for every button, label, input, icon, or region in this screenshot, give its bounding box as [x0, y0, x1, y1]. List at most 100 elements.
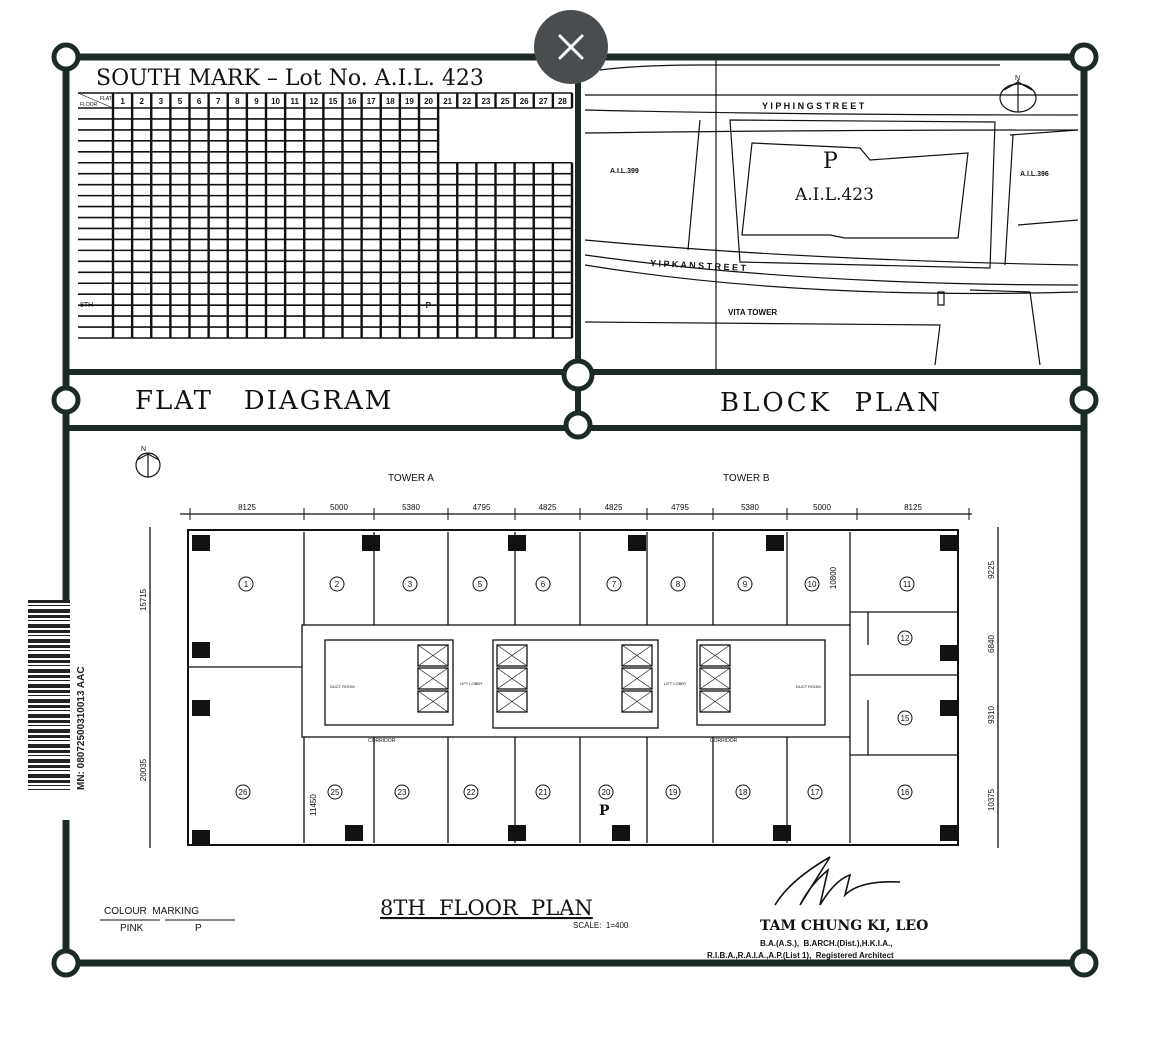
structural-column [192, 830, 210, 846]
street-label-yip-hing: Y I P H I N G S T R E E T [762, 101, 865, 111]
unit-number: 17 [811, 788, 820, 797]
flat-column-header: 20 [424, 97, 433, 106]
flat-column-header: 25 [501, 97, 510, 106]
unit-number: 6 [541, 580, 546, 589]
flat-column-header: 27 [539, 97, 548, 106]
flat-column-header: 22 [462, 97, 471, 106]
lift-lobby-label-b: LIFT LOBBY [664, 681, 687, 686]
barcode-text: MN: 08072500310013 AAC [76, 666, 87, 790]
street-label-yip-kan: Y I P K A N S T R E E T [650, 258, 747, 273]
flat-column-header: 19 [405, 97, 414, 106]
architect-qualifications-2: R.I.B.A.,R.A.I.A.,A.P.(List 1), Register… [707, 951, 894, 960]
floor-plan-drawing [149, 513, 999, 848]
duct-room-label-a: DUCT ROOM [330, 684, 355, 689]
unit-number: 10 [808, 580, 817, 589]
unit-number: 15 [901, 714, 910, 723]
structural-column [508, 825, 526, 841]
floor-plan-north-label: N [141, 446, 146, 453]
structural-column [192, 700, 210, 716]
flat-column-header: 3 [159, 97, 164, 106]
floor-plan-scale: SCALE: 1=400 [573, 921, 629, 930]
lot-label-ail-399: A.I.L.399 [610, 168, 639, 175]
flat-column-header: 7 [216, 97, 221, 106]
unit-number: 26 [239, 788, 248, 797]
close-icon [558, 34, 584, 60]
flat-column-header: 28 [558, 97, 567, 106]
flat-column-header: 6 [197, 97, 202, 106]
structural-column [345, 825, 363, 841]
flat-column-header: 10 [271, 97, 280, 106]
section-title-flat-diagram: FLAT DIAGRAM [135, 386, 393, 416]
unit-number: 20 [602, 788, 611, 797]
building-label-vita-tower: VITA TOWER [728, 308, 777, 317]
block-plan-map [584, 60, 1079, 370]
dimension-top: 8125 [904, 503, 922, 512]
structural-column [192, 535, 210, 551]
structural-column [362, 535, 380, 551]
structural-column [940, 700, 958, 716]
flat-mark-p: P [426, 301, 432, 310]
lift-lobby-label-a: LIFT LOBBY [460, 681, 483, 686]
structural-column [940, 535, 958, 551]
dimension-right: 9310 [987, 706, 996, 724]
flat-column-header: 2 [139, 97, 144, 106]
unit-number: 8 [676, 580, 681, 589]
structural-column [192, 642, 210, 658]
flat-column-header: 23 [481, 97, 490, 106]
tower-b-label: TOWER B [723, 473, 770, 484]
structural-column [628, 535, 646, 551]
flat-column-header: 15 [328, 97, 337, 106]
dimension-top: 4825 [605, 503, 623, 512]
flat-column-header: 1 [120, 97, 125, 106]
flat-column-header: 11 [290, 97, 299, 106]
unit-number: 5 [478, 580, 483, 589]
unit-number: 9 [743, 580, 748, 589]
dimension-top: 5000 [330, 503, 348, 512]
dimension-top: 4795 [671, 503, 689, 512]
north-label: N [1015, 75, 1020, 82]
dimension-top: 4825 [539, 503, 557, 512]
flat-column-header: 5 [178, 97, 183, 106]
flat-column-header: 18 [386, 97, 395, 106]
tower-a-label: TOWER A [388, 473, 434, 484]
unit-number: 21 [539, 788, 548, 797]
lot-label-ail-423: A.I.L.423 [794, 185, 874, 205]
unit-number: 12 [901, 634, 910, 643]
structural-column [612, 825, 630, 841]
barcode [28, 600, 70, 790]
lot-label-ail-396: A.I.L.396 [1020, 171, 1049, 178]
block-plan-mark-p: P [823, 149, 838, 174]
document-title: SOUTH MARK – Lot No. A.I.L. 423 [96, 66, 484, 91]
flat-column-header: 21 [443, 97, 452, 106]
flat-column-header: 17 [367, 97, 376, 106]
unit-number: 19 [669, 788, 678, 797]
structural-column [940, 825, 958, 841]
dimension-left: 15715 [139, 588, 148, 611]
dimension-top: 5380 [741, 503, 759, 512]
corridor-label-a: CORRIDOR [368, 738, 396, 744]
unit-number: 11 [903, 580, 912, 589]
dimension-top: 4795 [473, 503, 491, 512]
unit-number: 22 [467, 788, 476, 797]
flat-column-header: 12 [309, 97, 318, 106]
structural-column [508, 535, 526, 551]
dimension-inner: 10800 [829, 566, 838, 589]
colour-marking-colour: PINK [120, 923, 144, 934]
architect-signature [774, 856, 901, 906]
north-arrow-icon [999, 80, 1037, 113]
structural-column [766, 535, 784, 551]
flat-column-header: 16 [348, 97, 357, 106]
close-viewer-button[interactable] [534, 10, 608, 84]
unit-number: 18 [739, 788, 748, 797]
flat-corner-label: FLAT [100, 96, 112, 102]
unit-number: 7 [612, 580, 617, 589]
floor-plan-north-icon [135, 452, 161, 478]
dimension-inner: 11450 [309, 794, 318, 816]
architect-qualifications-1: B.A.(A.S.), B.ARCH.(Dist.),H.K.I.A., [760, 939, 892, 948]
flat-column-header: 8 [235, 97, 240, 106]
duct-room-label-b: DUCT ROOM [796, 684, 821, 689]
floor-plan-title: 8TH FLOOR PLAN [380, 896, 593, 920]
colour-marking-heading: COLOUR MARKING [104, 906, 199, 917]
architect-name: TAM CHUNG KI, LEO [760, 918, 928, 934]
